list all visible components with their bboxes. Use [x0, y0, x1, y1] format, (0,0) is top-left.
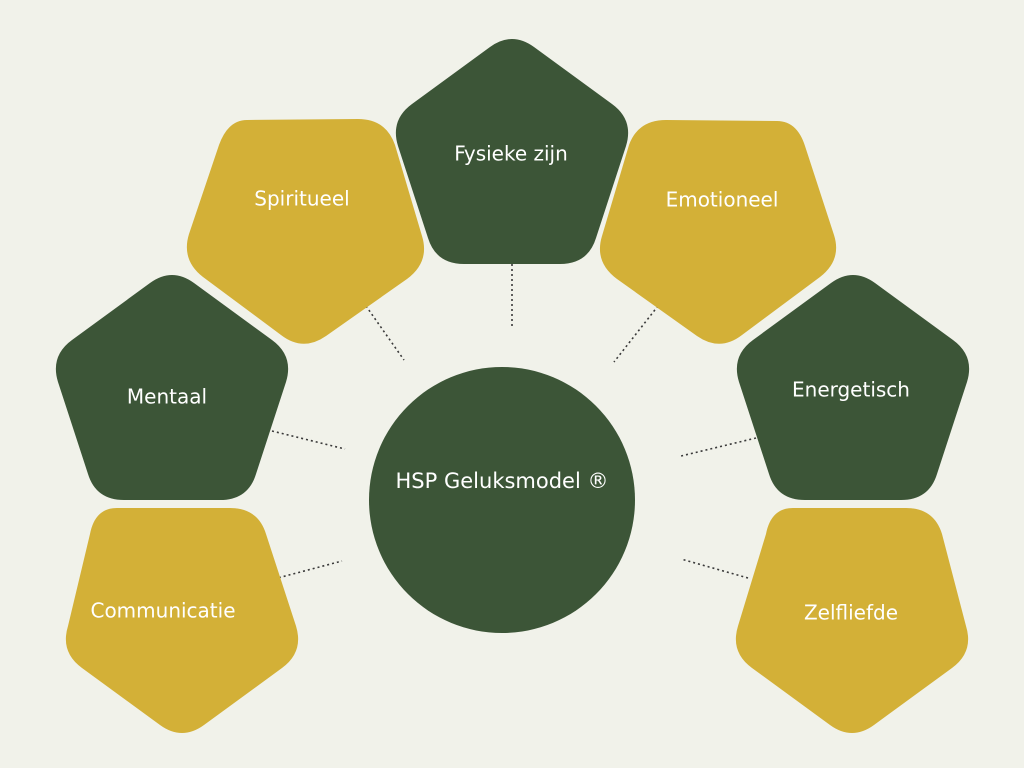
node-shape-communicatie [65, 508, 299, 733]
node-shape-zelfliefde [735, 508, 969, 733]
connector-spiritueel [365, 305, 405, 361]
connector-zelfliefde [680, 558, 749, 579]
node-label-mentaal: Mentaal [127, 385, 207, 409]
node-label-emotioneel: Emotioneel [666, 188, 779, 212]
node-mentaal: Mentaal [55, 275, 289, 500]
node-label-spiritueel: Spiritueel [254, 187, 349, 211]
node-spiritueel: Spiritueel [186, 119, 425, 344]
node-emotioneel: Emotioneel [599, 120, 837, 344]
connectors [271, 264, 757, 580]
connector-emotioneel [613, 305, 659, 363]
node-shape-spiritueel [186, 119, 425, 344]
center-circle [369, 367, 635, 633]
node-shape-emotioneel [599, 120, 837, 344]
node-energetisch: Energetisch [736, 275, 970, 500]
node-label-communicatie: Communicatie [90, 599, 235, 623]
node-shape-energetisch [736, 275, 970, 500]
node-fysieke-zijn: Fysieke zijn [395, 39, 629, 264]
node-shape-fysieke-zijn [395, 39, 629, 264]
node-communicatie: Communicatie [65, 508, 299, 733]
center-label: HSP Geluksmodel ® [396, 469, 609, 493]
node-shape-mentaal [55, 275, 289, 500]
node-label-fysieke-zijn: Fysieke zijn [454, 142, 568, 166]
node-zelfliefde: Zelfliefde [735, 508, 969, 733]
connector-mentaal [271, 430, 346, 450]
node-label-zelfliefde: Zelfliefde [804, 601, 898, 625]
center-node: HSP Geluksmodel ® [369, 367, 635, 633]
connector-energetisch [680, 437, 757, 457]
node-label-energetisch: Energetisch [792, 378, 910, 402]
connector-communicatie [273, 560, 343, 580]
